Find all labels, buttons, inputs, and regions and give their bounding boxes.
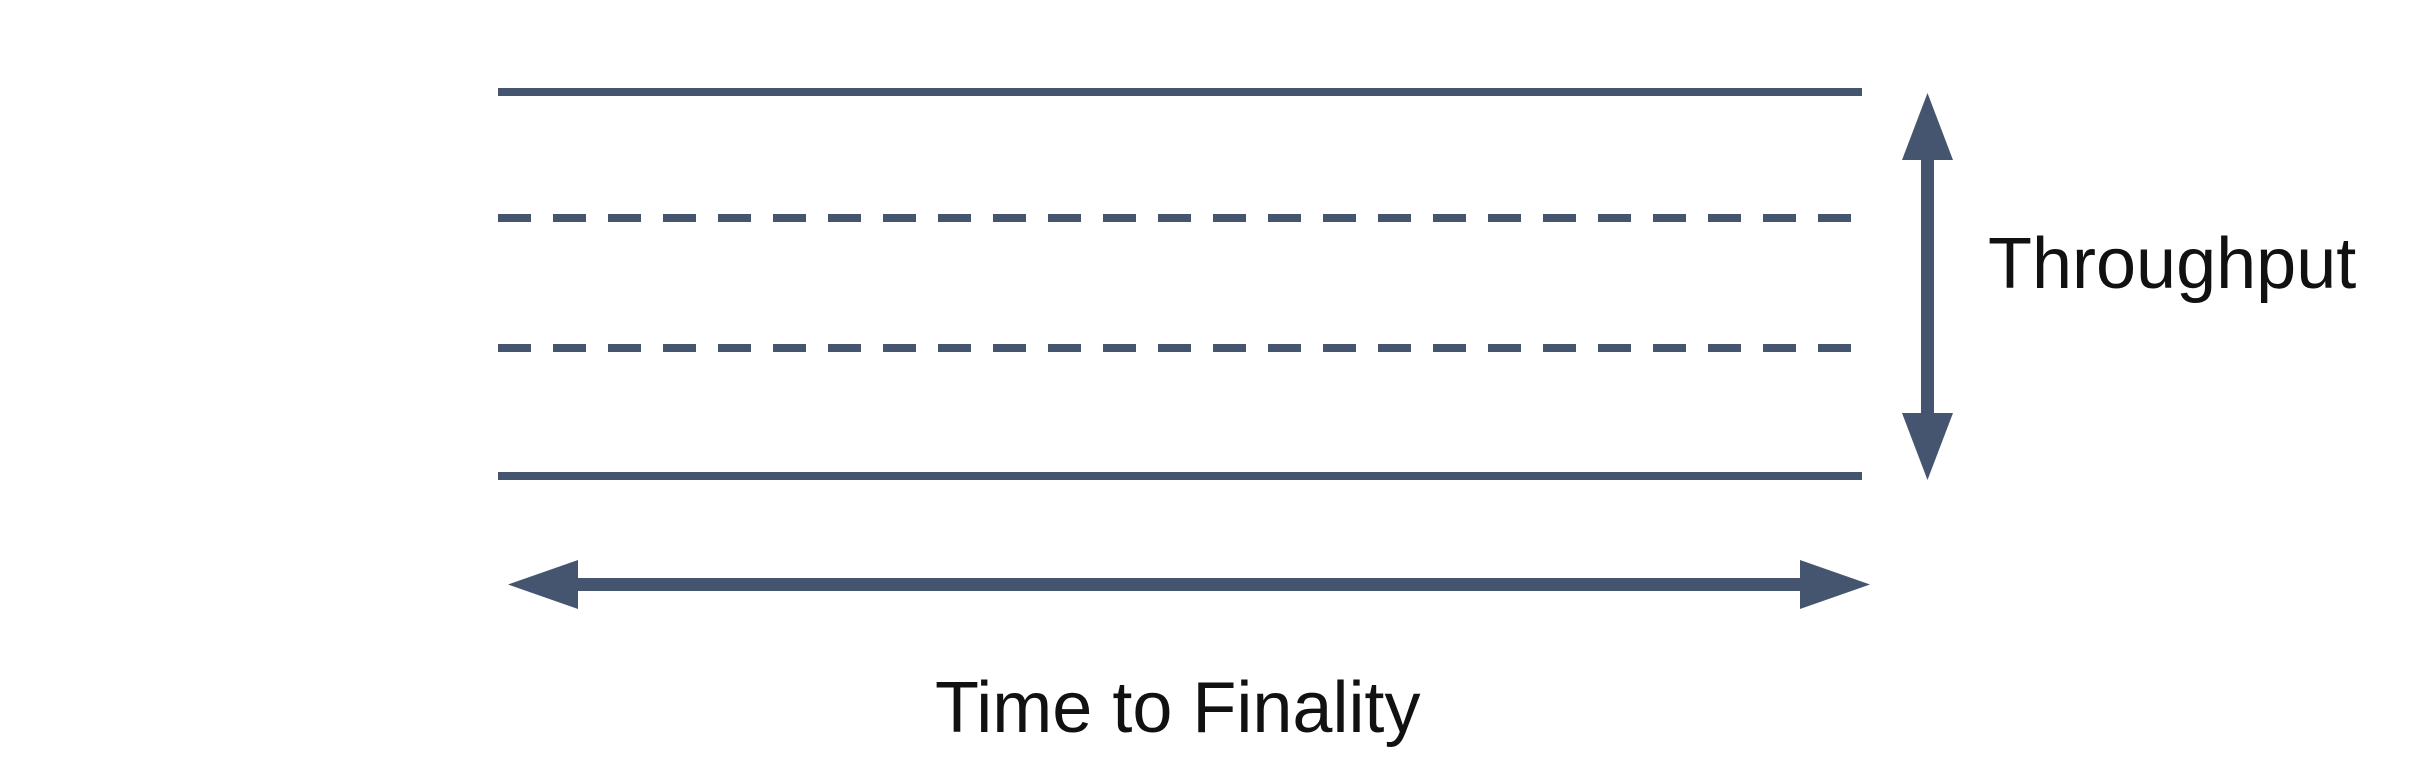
throughput-arrow-shaft	[1921, 150, 1934, 423]
time-to-finality-axis-label: Time to Finality	[935, 668, 1421, 748]
throughput-axis-label: Throughput	[1988, 224, 2357, 304]
time-to-finality-arrow-head-right	[1800, 560, 1870, 609]
throughput-arrow-head-down	[1902, 413, 1953, 480]
throughput-arrow	[1902, 93, 1953, 480]
time-to-finality-arrow	[508, 560, 1870, 609]
throughput-arrow-head-up	[1902, 93, 1953, 160]
time-to-finality-arrow-shaft	[570, 578, 1808, 591]
time-to-finality-arrow-head-left	[508, 560, 578, 609]
